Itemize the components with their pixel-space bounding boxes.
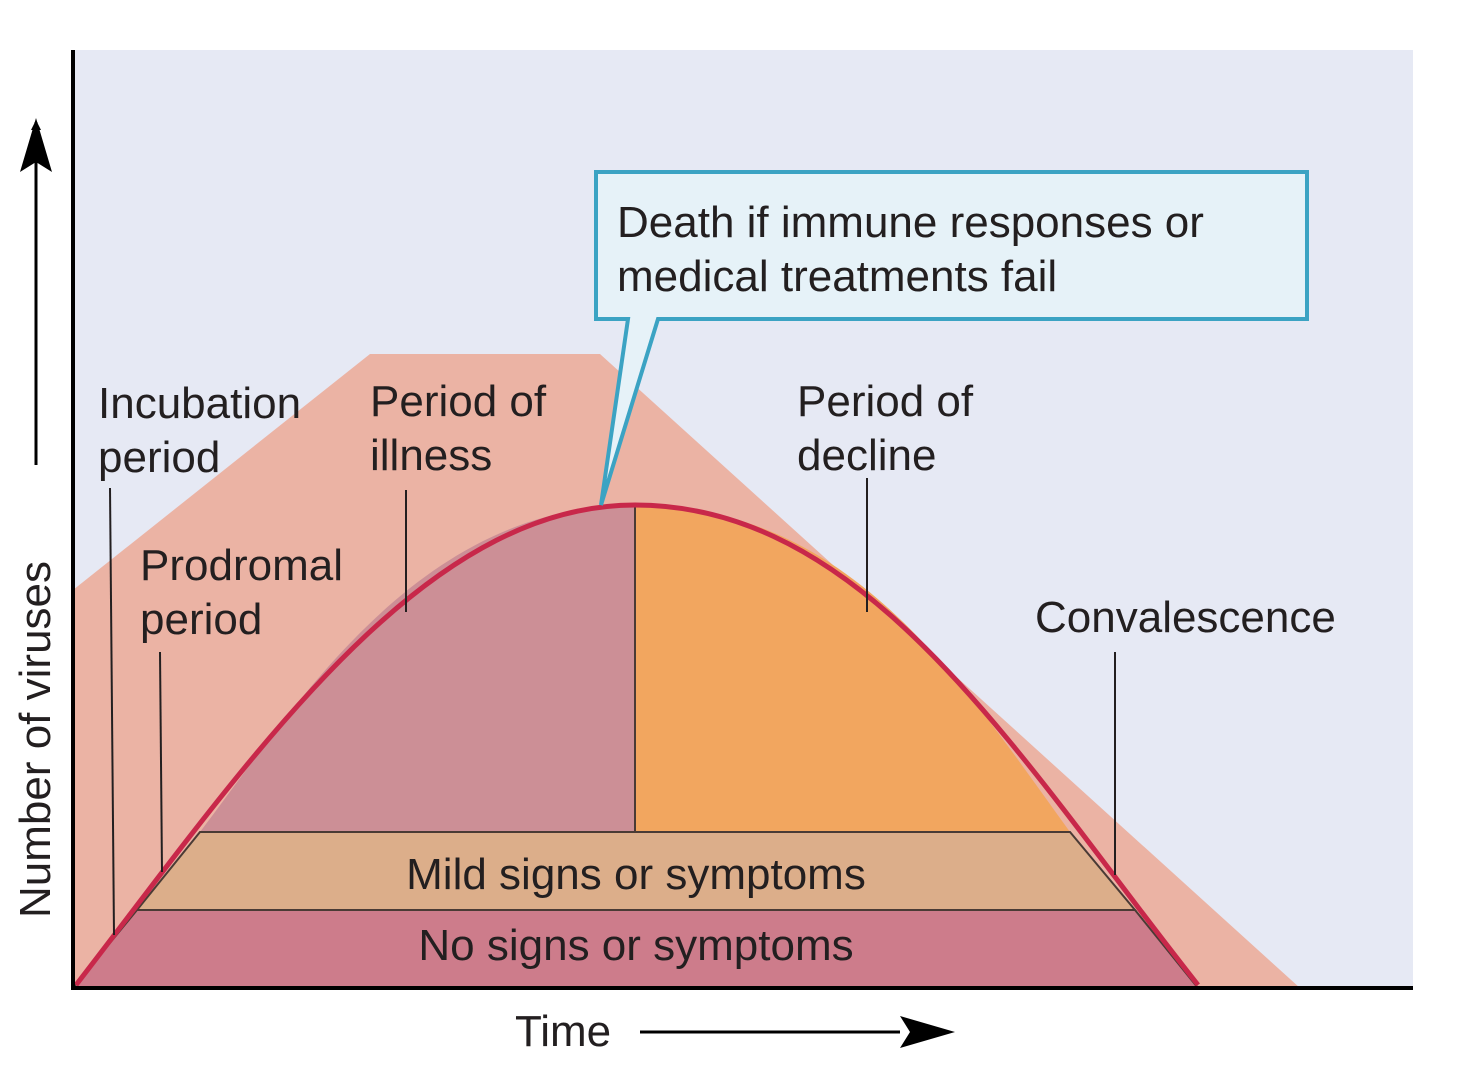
x-arrow-head-icon [900,1016,955,1048]
no-symptoms-label: No signs or symptoms [418,921,853,970]
y-axis-label: Number of viruses [11,561,60,918]
callout-box [594,170,1309,506]
virus-curve [74,502,1200,987]
y-arrow-head-icon [20,118,52,172]
prodromal-pointer [159,651,163,873]
illness-label: Period of illness [370,377,558,480]
decline-label: Period of decline [797,377,985,480]
illness-area [200,505,635,832]
incubation-pointer [109,487,115,936]
decline-area [635,505,1070,832]
mild-symptoms-label: Mild signs or symptoms [406,850,866,899]
convalescence-label: Convalescence [1035,593,1336,642]
x-axis-label: Time [515,1007,611,1056]
callout-text: Death if immune responses or medical tre… [617,198,1216,301]
incubation-label: Incubation period [98,379,313,482]
prodromal-label: Prodromal period [140,541,355,644]
